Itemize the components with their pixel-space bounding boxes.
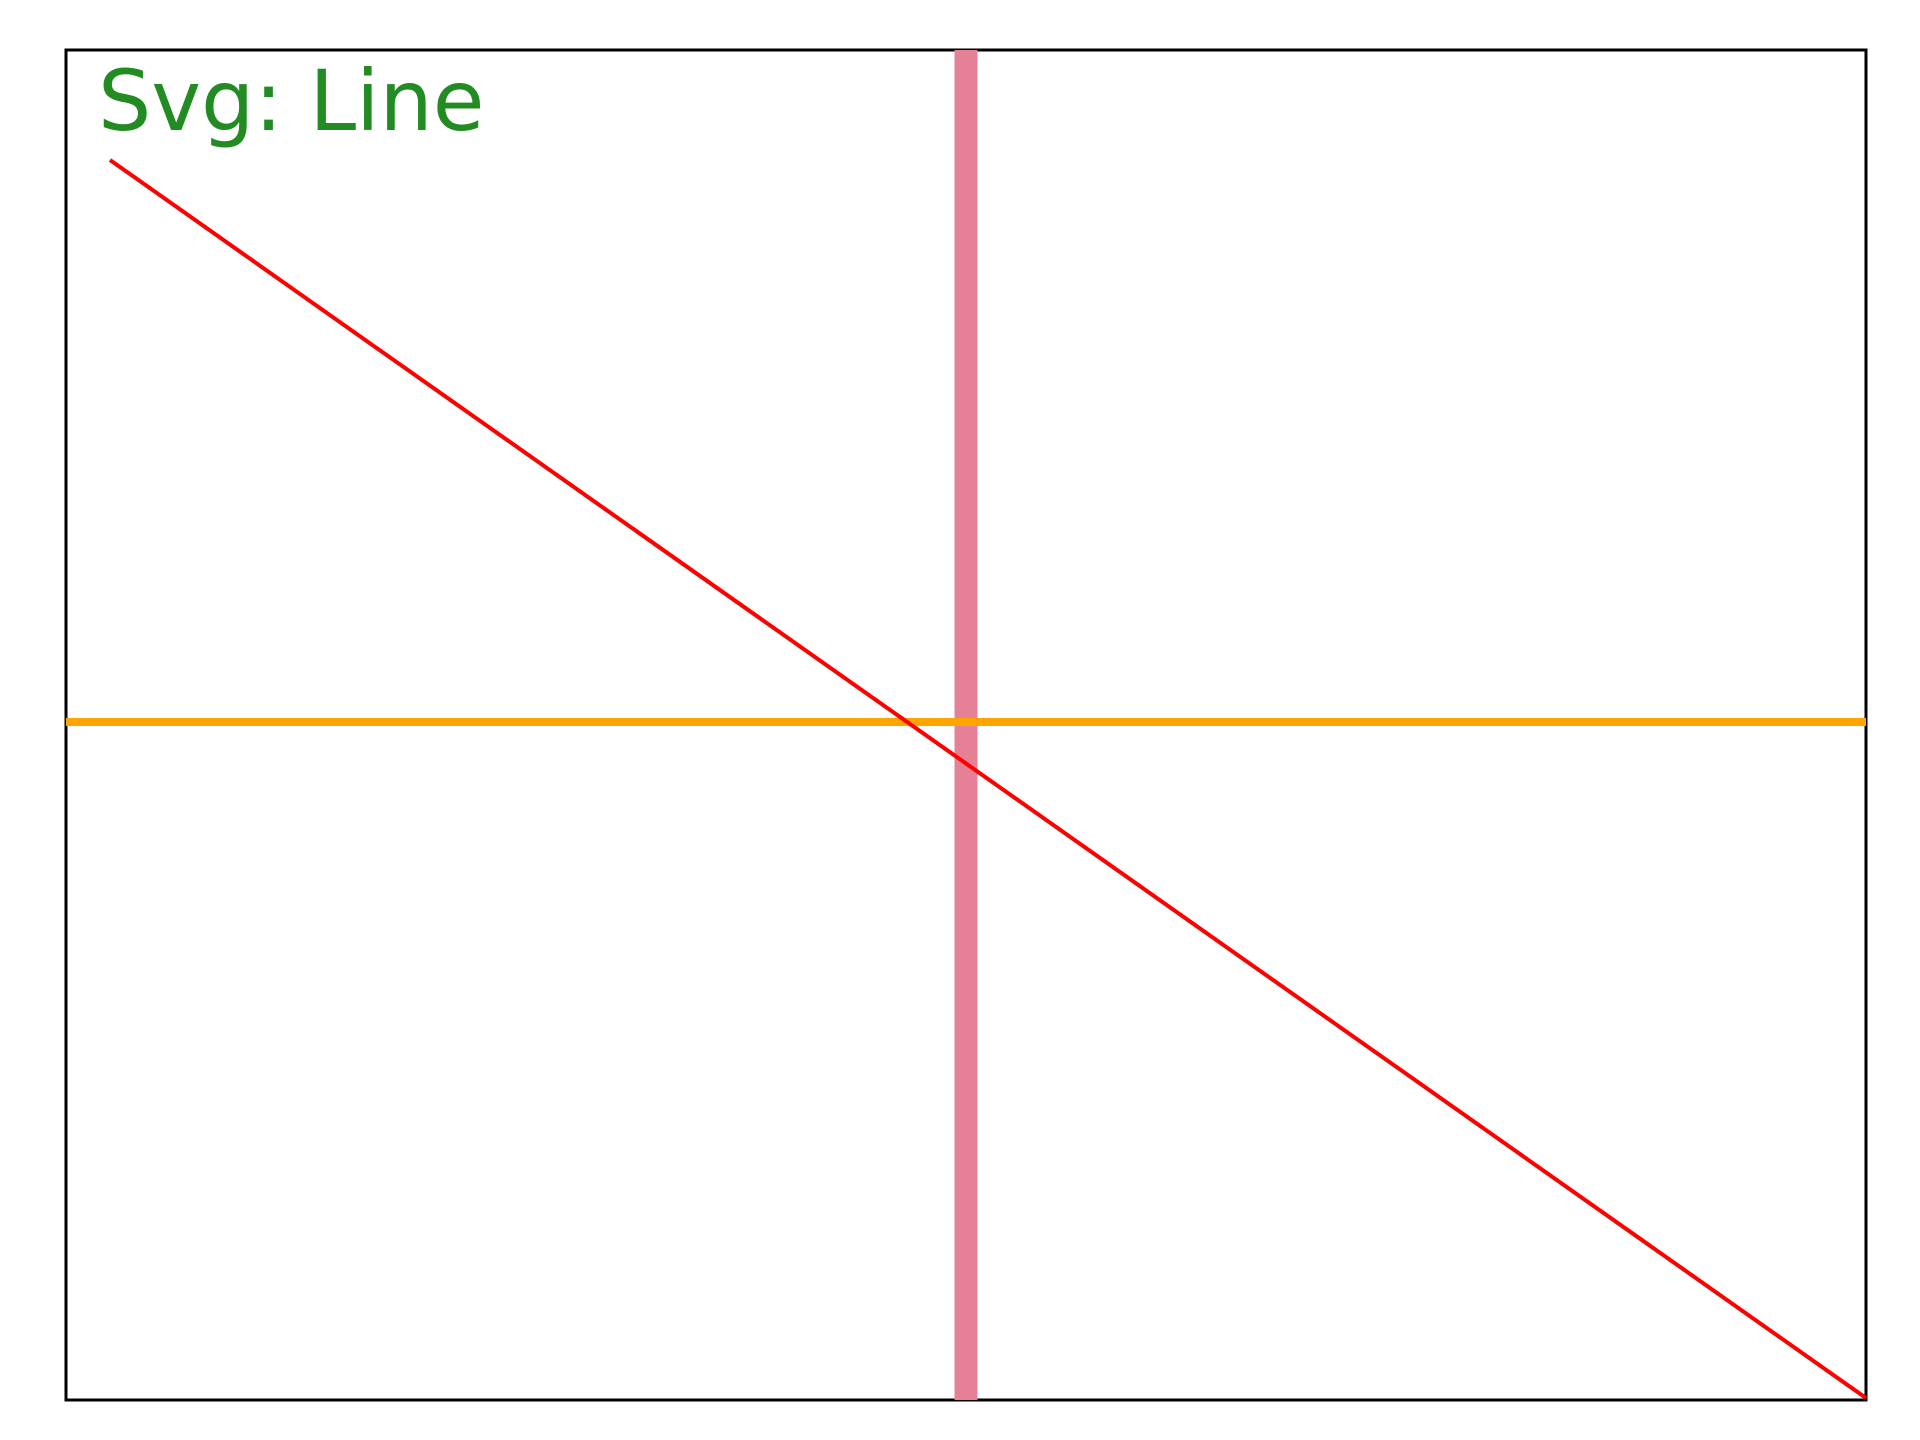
title: Svg: Line	[98, 52, 484, 150]
diagonal-line	[108, 158, 1868, 1400]
